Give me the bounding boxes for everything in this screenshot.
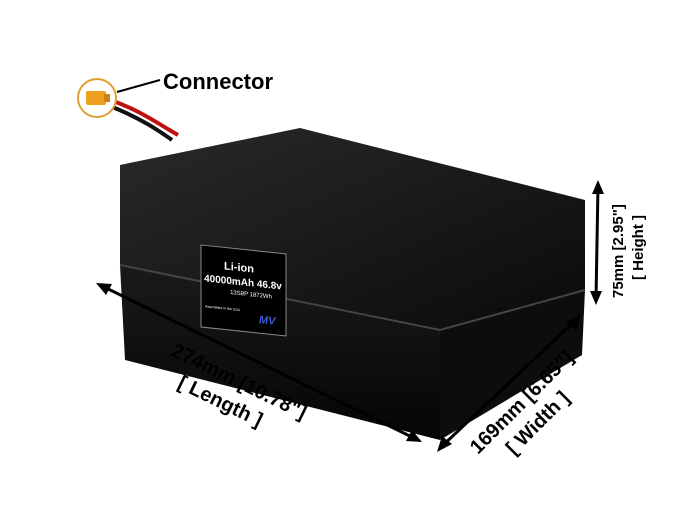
- label-logo: MV: [259, 314, 277, 328]
- connector-icon: [77, 78, 117, 118]
- label-chemistry: Li-ion: [224, 260, 254, 275]
- label-assembled: Assembled in the USA: [205, 304, 241, 312]
- width-dimension-arrow: [437, 314, 581, 452]
- height-word: [ Height ]: [630, 215, 647, 280]
- label-config: 13S8P 1872Wh: [230, 290, 272, 300]
- height-dimension-arrow: [590, 180, 604, 305]
- connector-label: Connector: [163, 69, 273, 94]
- length-dimension-arrow: [96, 283, 422, 442]
- connector-leader-line: [116, 79, 161, 93]
- height-label: 75mm [2.95"]: [610, 204, 627, 298]
- wires: [109, 98, 179, 142]
- battery-label: Li-ion 40000mAh 46.8v 13S8P 1872Wh Assem…: [200, 244, 287, 337]
